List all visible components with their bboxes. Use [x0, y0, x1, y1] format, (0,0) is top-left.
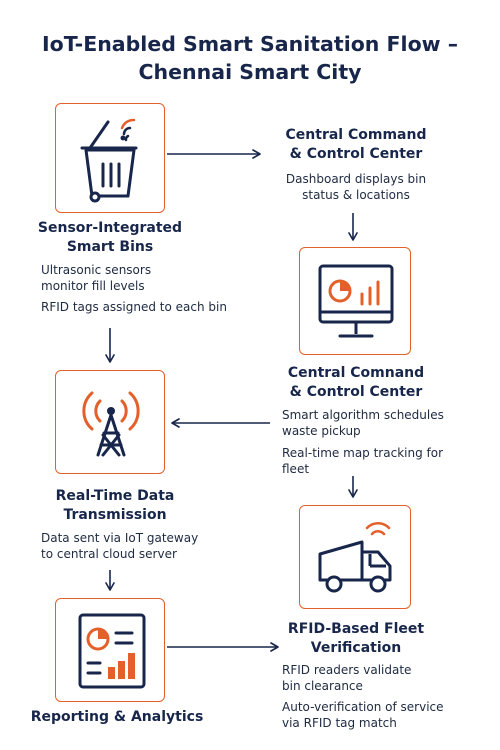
command-center-icon-box: [299, 247, 411, 355]
fleet-verification-desc-2: Auto-verification of service via RFID ta…: [282, 700, 444, 730]
command-center-2-desc-1: Smart algorithm schedules waste pickup: [282, 408, 444, 438]
report-chart-icon: [78, 613, 146, 689]
fleet-verification-desc-1: RFID readers validate bin clearance: [282, 663, 412, 693]
fleet-verification-icon-box: [299, 505, 411, 609]
page-title: IoT-Enabled Smart Sanitation Flow – Chen…: [0, 30, 500, 86]
command-center-1-title: Central Command & Control Center: [285, 127, 427, 162]
command-center-2-desc-2: Real-time map tracking for fleet: [282, 446, 444, 476]
title-line-2: Chennai Smart City: [138, 60, 362, 84]
command-center-1-desc: Dashboard displays bin status & location…: [285, 172, 427, 202]
radio-tower-icon: [82, 391, 140, 457]
smart-bins-desc-2: RFID tags assigned to each bin: [41, 300, 227, 314]
smart-bins-desc-1: Ultrasonic sensors monitor fill levels: [41, 263, 152, 293]
smart-bin-icon: [80, 118, 138, 203]
fleet-verification-title: RFID-Based Fleet Verification: [287, 621, 425, 656]
title-line-1: IoT-Enabled Smart Sanitation Flow –: [42, 32, 458, 56]
smart-bins-title: Sensor-Integrated Smart Bins: [37, 220, 183, 255]
data-transmission-desc: Data sent via IoT gateway to central clo…: [41, 531, 199, 561]
reporting-icon-box: [55, 598, 165, 702]
monitor-dashboard-icon: [318, 264, 394, 338]
data-transmission-icon-box: [55, 370, 165, 474]
data-transmission-title: Real-Time Data Transmission: [55, 488, 175, 523]
smart-bins-icon-box: [55, 103, 165, 213]
command-center-2-title: Central Comnand & Control Center: [287, 365, 425, 400]
reporting-title: Reporting & Analytics: [30, 709, 204, 725]
garbage-truck-icon: [318, 521, 392, 593]
